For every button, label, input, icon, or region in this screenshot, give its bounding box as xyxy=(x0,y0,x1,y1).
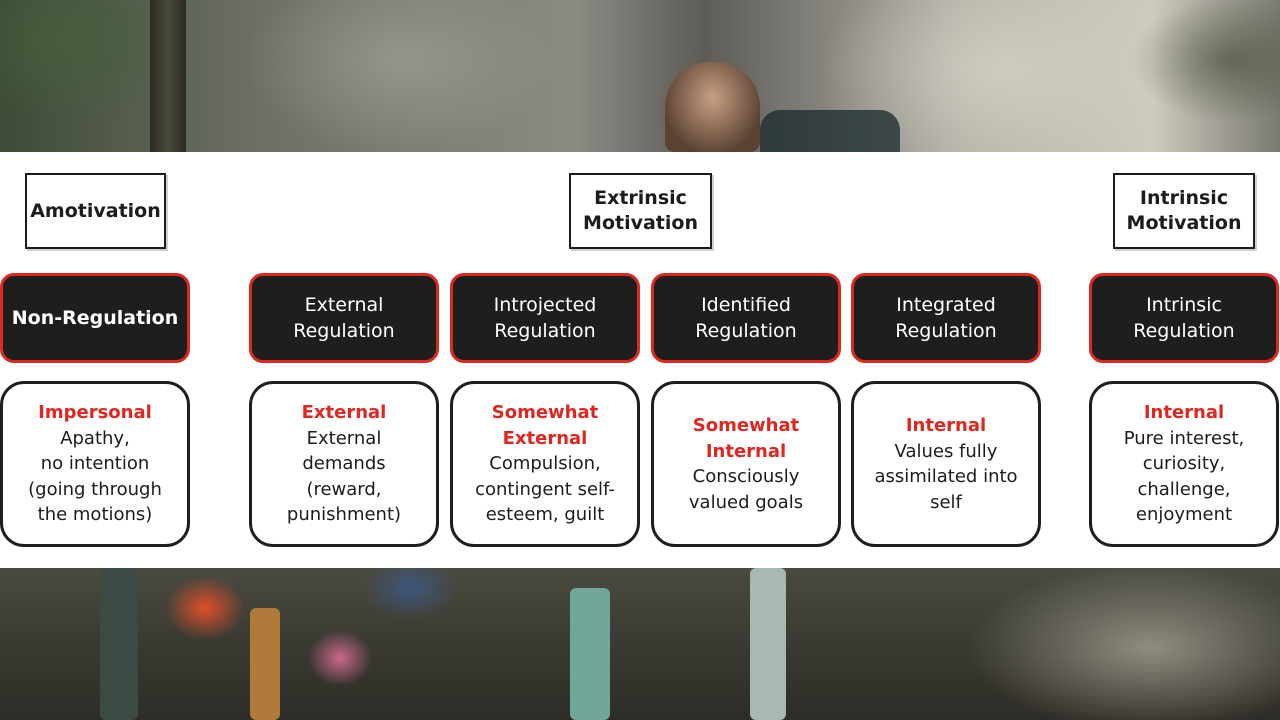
person-legs xyxy=(750,568,786,720)
regulation-label: Integrated Regulation xyxy=(895,294,997,342)
description-box-integrated: Internal Values fully assimilated into s… xyxy=(851,381,1041,547)
regulation-label: External Regulation xyxy=(293,294,395,342)
description-box-identified: Somewhat Internal Consciously valued goa… xyxy=(651,381,841,547)
locus-label: Internal xyxy=(1143,402,1225,424)
header-amotivation-label: Amotivation xyxy=(30,199,161,222)
description-box-external: External External demands (reward, punis… xyxy=(249,381,439,547)
background-photo-bottom xyxy=(0,568,1280,720)
regulation-label: Non-Regulation xyxy=(11,307,179,329)
climber-head xyxy=(665,62,760,152)
description-box-non-regulation: Impersonal Apathy, no intention (going t… xyxy=(0,381,190,547)
regulation-box-integrated: Integrated Regulation xyxy=(851,273,1041,363)
description-text: Values fully assimilated into self xyxy=(874,440,1018,513)
locus-label: Impersonal xyxy=(38,402,152,424)
regulation-box-non-regulation: Non-Regulation xyxy=(0,273,190,363)
description-box-introjected: Somewhat External Compulsion, contingent… xyxy=(450,381,640,547)
header-intrinsic-label: Intrinsic Motivation xyxy=(1126,187,1242,234)
person-legs xyxy=(250,608,280,720)
header-extrinsic-motivation: Extrinsic Motivation xyxy=(569,173,712,249)
description-text: Consciously valued goals xyxy=(688,466,804,513)
regulation-label: Identified Regulation xyxy=(695,294,797,342)
regulation-box-identified: Identified Regulation xyxy=(651,273,841,363)
regulation-box-external: External Regulation xyxy=(249,273,439,363)
header-extrinsic-label: Extrinsic Motivation xyxy=(583,187,698,234)
regulation-label: Introjected Regulation xyxy=(493,294,597,342)
climber-body xyxy=(760,110,900,152)
regulation-box-intrinsic: Intrinsic Regulation xyxy=(1089,273,1279,363)
description-text: External demands (reward, punishment) xyxy=(286,427,402,526)
locus-label: External xyxy=(301,402,387,424)
tree-trunk xyxy=(150,0,186,152)
regulation-box-introjected: Introjected Regulation xyxy=(450,273,640,363)
header-amotivation: Amotivation xyxy=(25,173,166,249)
person-legs xyxy=(100,568,138,720)
locus-label: Somewhat Internal xyxy=(692,415,800,462)
locus-label: Internal xyxy=(905,415,987,436)
locus-label: Somewhat External xyxy=(491,402,599,449)
description-text: Apathy, no intention (going through the … xyxy=(28,427,162,526)
description-box-intrinsic: Internal Pure interest, curiosity, chall… xyxy=(1089,381,1279,547)
regulation-label: Intrinsic Regulation xyxy=(1133,294,1235,342)
header-intrinsic-motivation: Intrinsic Motivation xyxy=(1113,173,1255,249)
background-photo-top xyxy=(0,0,1280,152)
description-text: Compulsion, contingent self- esteem, gui… xyxy=(475,453,615,526)
person-legs xyxy=(570,588,610,720)
description-text: Pure interest, curiosity, challenge, enj… xyxy=(1123,427,1245,526)
